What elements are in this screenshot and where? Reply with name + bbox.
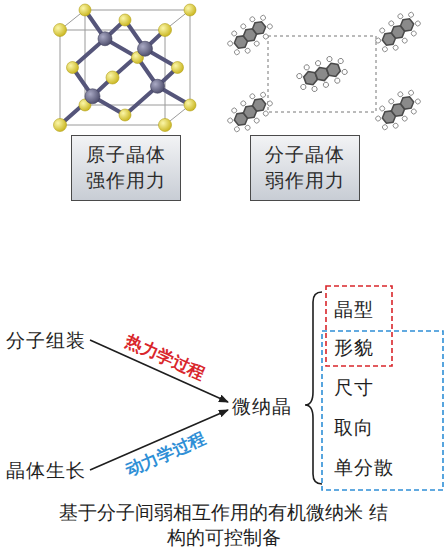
edge-label: 热力学过程 bbox=[122, 330, 208, 383]
property-label: 单分散 bbox=[334, 456, 394, 479]
atomic-crystal bbox=[54, 4, 197, 132]
node-text: 原子晶体 bbox=[86, 142, 166, 168]
result-text: 微纳晶 bbox=[232, 395, 292, 418]
process-text: 晶体生长 bbox=[6, 459, 86, 482]
node-text: 晶体生长 bbox=[6, 459, 86, 482]
process-text: 分子组装 bbox=[6, 329, 86, 352]
property-label: 尺寸 bbox=[334, 376, 374, 399]
curly-bracket bbox=[305, 292, 322, 484]
molecular-crystal bbox=[223, 7, 424, 137]
crystal-type-box: 原子晶体强作用力 bbox=[71, 135, 181, 200]
dashed-group-red bbox=[326, 286, 392, 366]
node-text: 分子晶体 bbox=[265, 142, 345, 168]
node-text: 弱作用力 bbox=[265, 168, 345, 194]
figure-caption: 基于分子间弱相互作用的有机微纳米 结构的可控制备 bbox=[56, 500, 391, 549]
node-text: 分子组装 bbox=[6, 329, 86, 352]
dashed-group-blue bbox=[322, 331, 443, 490]
node-text: 微纳晶 bbox=[232, 395, 292, 418]
property-label: 形貌 bbox=[334, 336, 374, 359]
edge-label: 动力学过程 bbox=[122, 428, 208, 481]
property-label: 晶型 bbox=[334, 298, 374, 321]
crystal-type-box: 分子晶体弱作用力 bbox=[250, 135, 360, 200]
property-label: 取向 bbox=[334, 416, 374, 439]
node-text: 强作用力 bbox=[86, 168, 166, 194]
